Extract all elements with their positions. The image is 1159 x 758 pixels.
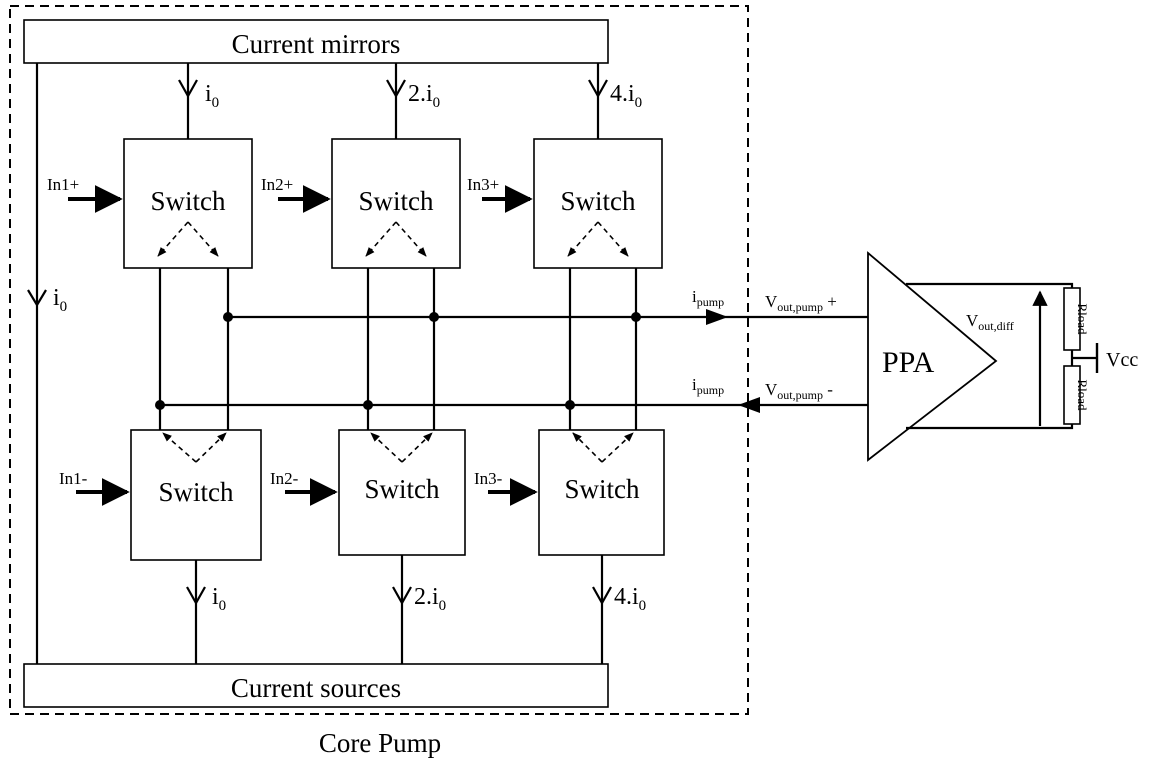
current-label-top-2: 2.i0: [408, 81, 440, 111]
ppa-amplifier: [867, 251, 998, 462]
rload-bottom-label: Rload: [1075, 379, 1090, 411]
input-label-in2-minus: In2-: [270, 469, 299, 488]
current-arrow-top-1: [178, 79, 198, 99]
svg-text:Switch: Switch: [564, 474, 640, 504]
junction-pos-1: [223, 312, 233, 322]
input-label-in2-plus: In2+: [261, 175, 293, 194]
vout-pump-negative-label: Vout,pump -: [765, 380, 833, 402]
current-arrow-bottom-3: [592, 586, 612, 606]
ppa-label: PPA: [882, 346, 935, 379]
switch-bottom-3: Switch: [538, 429, 665, 556]
current-sources-label: Current sources: [231, 673, 401, 703]
bias-current-arrow: [27, 289, 47, 308]
vout-pump-positive-label: Vout,pump +: [765, 292, 837, 314]
bias-current-label: i0: [53, 285, 67, 315]
core-pump-boundary: [9, 5, 749, 715]
rload-top-label: Rload: [1075, 303, 1090, 335]
ppa-output-bottom-wire: [906, 424, 1074, 430]
ipump-arrow-negative: [738, 397, 760, 413]
junction-pos-3: [631, 312, 641, 322]
vcc-label: Vcc: [1106, 349, 1138, 371]
current-label-top-3: 4.i0: [610, 81, 642, 111]
ipump-label-negative: ipump: [692, 375, 724, 397]
input-label-in3-minus: In3-: [474, 469, 503, 488]
switch-bottom-2: Switch: [338, 429, 466, 556]
input-label-in1-minus: In1-: [59, 469, 88, 488]
ipump-label-positive: ipump: [692, 287, 724, 309]
svg-text:Switch: Switch: [150, 186, 226, 216]
svg-text:Switch: Switch: [560, 186, 636, 216]
current-label-bottom-1: i0: [212, 584, 226, 614]
current-arrow-top-3: [588, 79, 608, 99]
junction-neg-1: [155, 400, 165, 410]
current-label-top-1: i0: [205, 81, 219, 111]
vout-diff-label: Vout,diff: [966, 311, 1014, 333]
input-label-in3-plus: In3+: [467, 175, 499, 194]
current-sources-block: [23, 663, 609, 708]
svg-text:Switch: Switch: [364, 474, 440, 504]
ipump-arrow-positive: [706, 309, 728, 325]
current-label-bottom-2: 2.i0: [414, 584, 446, 614]
input-label-in1-plus: In1+: [47, 175, 79, 194]
switch-top-1: Switch: [123, 138, 253, 269]
current-label-bottom-3: 4.i0: [614, 584, 646, 614]
current-mirrors-label: Current mirrors: [232, 29, 401, 59]
current-arrow-top-2: [386, 79, 406, 99]
switch-bottom-1: Switch: [130, 429, 262, 561]
current-mirrors-block: [23, 19, 609, 64]
junction-neg-3: [565, 400, 575, 410]
svg-text:Switch: Switch: [358, 186, 434, 216]
ppa-output-top-wire: [906, 282, 1074, 288]
switch-top-3: Switch: [533, 138, 663, 269]
current-arrow-bottom-2: [392, 586, 412, 606]
current-arrow-bottom-1: [186, 586, 206, 606]
svg-text:Switch: Switch: [158, 477, 234, 507]
junction-pos-2: [429, 312, 439, 322]
core-pump-label: Core Pump: [319, 728, 441, 758]
switch-top-2: Switch: [331, 138, 461, 269]
junction-neg-2: [363, 400, 373, 410]
